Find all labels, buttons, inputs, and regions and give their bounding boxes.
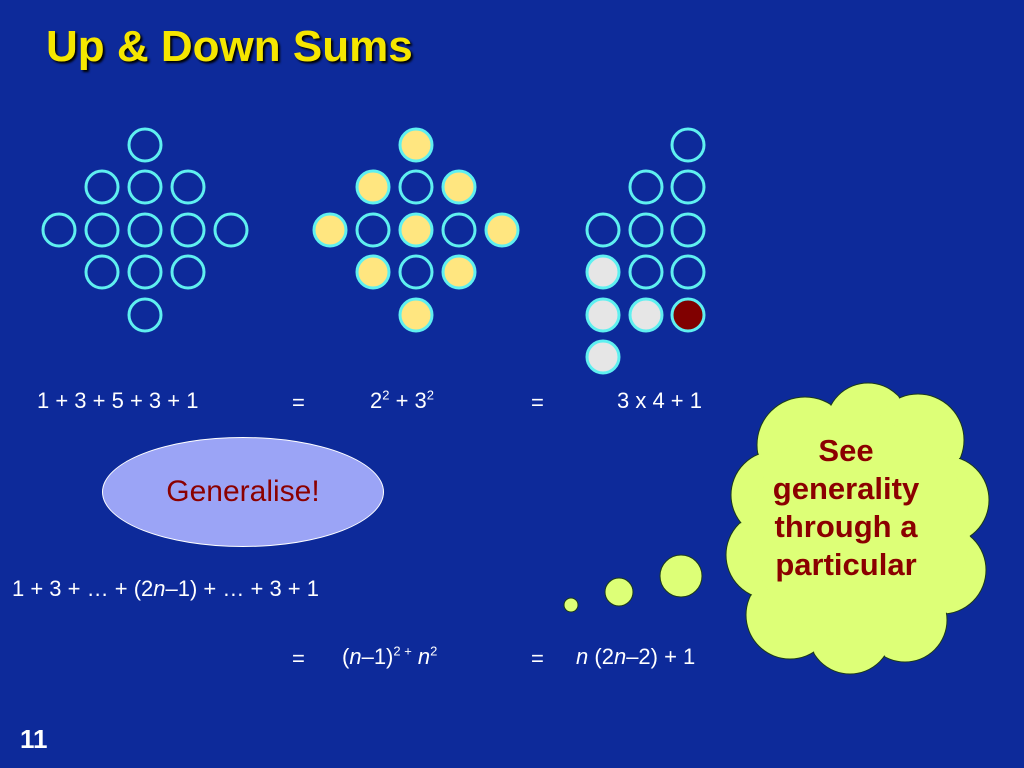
dot-grey	[585, 297, 621, 333]
dot	[628, 254, 664, 290]
row1-equals-1: =	[292, 390, 305, 415]
thought-line-1: See	[818, 433, 874, 468]
dot	[670, 169, 706, 205]
thought-bubble-medium	[604, 577, 634, 607]
dot-red	[670, 297, 706, 333]
thought-bubble-large	[659, 554, 703, 598]
dot-yellow	[441, 254, 477, 290]
thought-text: See generality through a particular	[748, 432, 944, 584]
row3-equals-2: =	[531, 646, 544, 671]
generalise-ellipse: Generalise!	[102, 437, 384, 547]
row1-lhs: 1 + 3 + 5 + 3 + 1	[37, 388, 199, 413]
diamond-hollow	[41, 127, 249, 333]
dot-grey	[628, 297, 664, 333]
row3-middle: (n–1)2 + n2	[342, 643, 438, 669]
dot	[170, 169, 206, 205]
generalise-label: Generalise!	[166, 475, 320, 508]
dot-grey	[585, 254, 621, 290]
thought-bubble-small	[563, 597, 579, 613]
dot	[670, 254, 706, 290]
dot	[84, 254, 120, 290]
dot-yellow	[398, 297, 434, 333]
dot	[127, 169, 163, 205]
dot	[170, 254, 206, 290]
thought-line-2: generality	[772, 471, 920, 506]
thought-line-4: particular	[775, 547, 917, 582]
dot	[127, 254, 163, 290]
row1-middle: 22 + 32	[370, 387, 435, 413]
row2-general-sum: 1 + 3 + … + (2n–1) + … + 3 + 1	[12, 576, 319, 601]
dot-yellow	[398, 127, 434, 163]
slide-title: Up & Down Sums	[46, 22, 413, 71]
dot	[441, 212, 477, 248]
dot	[628, 212, 664, 248]
row3-equals-1: =	[292, 646, 305, 671]
diamond-checkered	[312, 127, 520, 333]
dot	[585, 212, 621, 248]
dot	[355, 212, 391, 248]
dot-yellow	[398, 212, 434, 248]
dot	[170, 212, 206, 248]
dot	[127, 212, 163, 248]
staircase	[585, 127, 706, 375]
dot-grey	[585, 339, 621, 375]
dot	[84, 212, 120, 248]
page-number: 11	[20, 724, 48, 754]
thought-cloud-fill	[727, 384, 988, 673]
dot-yellow	[484, 212, 520, 248]
dot-yellow	[441, 169, 477, 205]
dot	[127, 127, 163, 163]
dot	[398, 254, 434, 290]
dot	[670, 127, 706, 163]
dot	[628, 169, 664, 205]
dot	[398, 169, 434, 205]
dot	[213, 212, 249, 248]
thought-line-3: through a	[774, 509, 918, 544]
row1-rhs: 3 x 4 + 1	[617, 388, 703, 413]
dot	[127, 297, 163, 333]
row3-rhs: n (2n–2) + 1	[576, 644, 696, 669]
dot-yellow	[355, 169, 391, 205]
dot	[41, 212, 77, 248]
dot-yellow	[312, 212, 348, 248]
row1-equals-2: =	[531, 390, 544, 415]
dot	[84, 169, 120, 205]
dot-yellow	[355, 254, 391, 290]
dot	[670, 212, 706, 248]
